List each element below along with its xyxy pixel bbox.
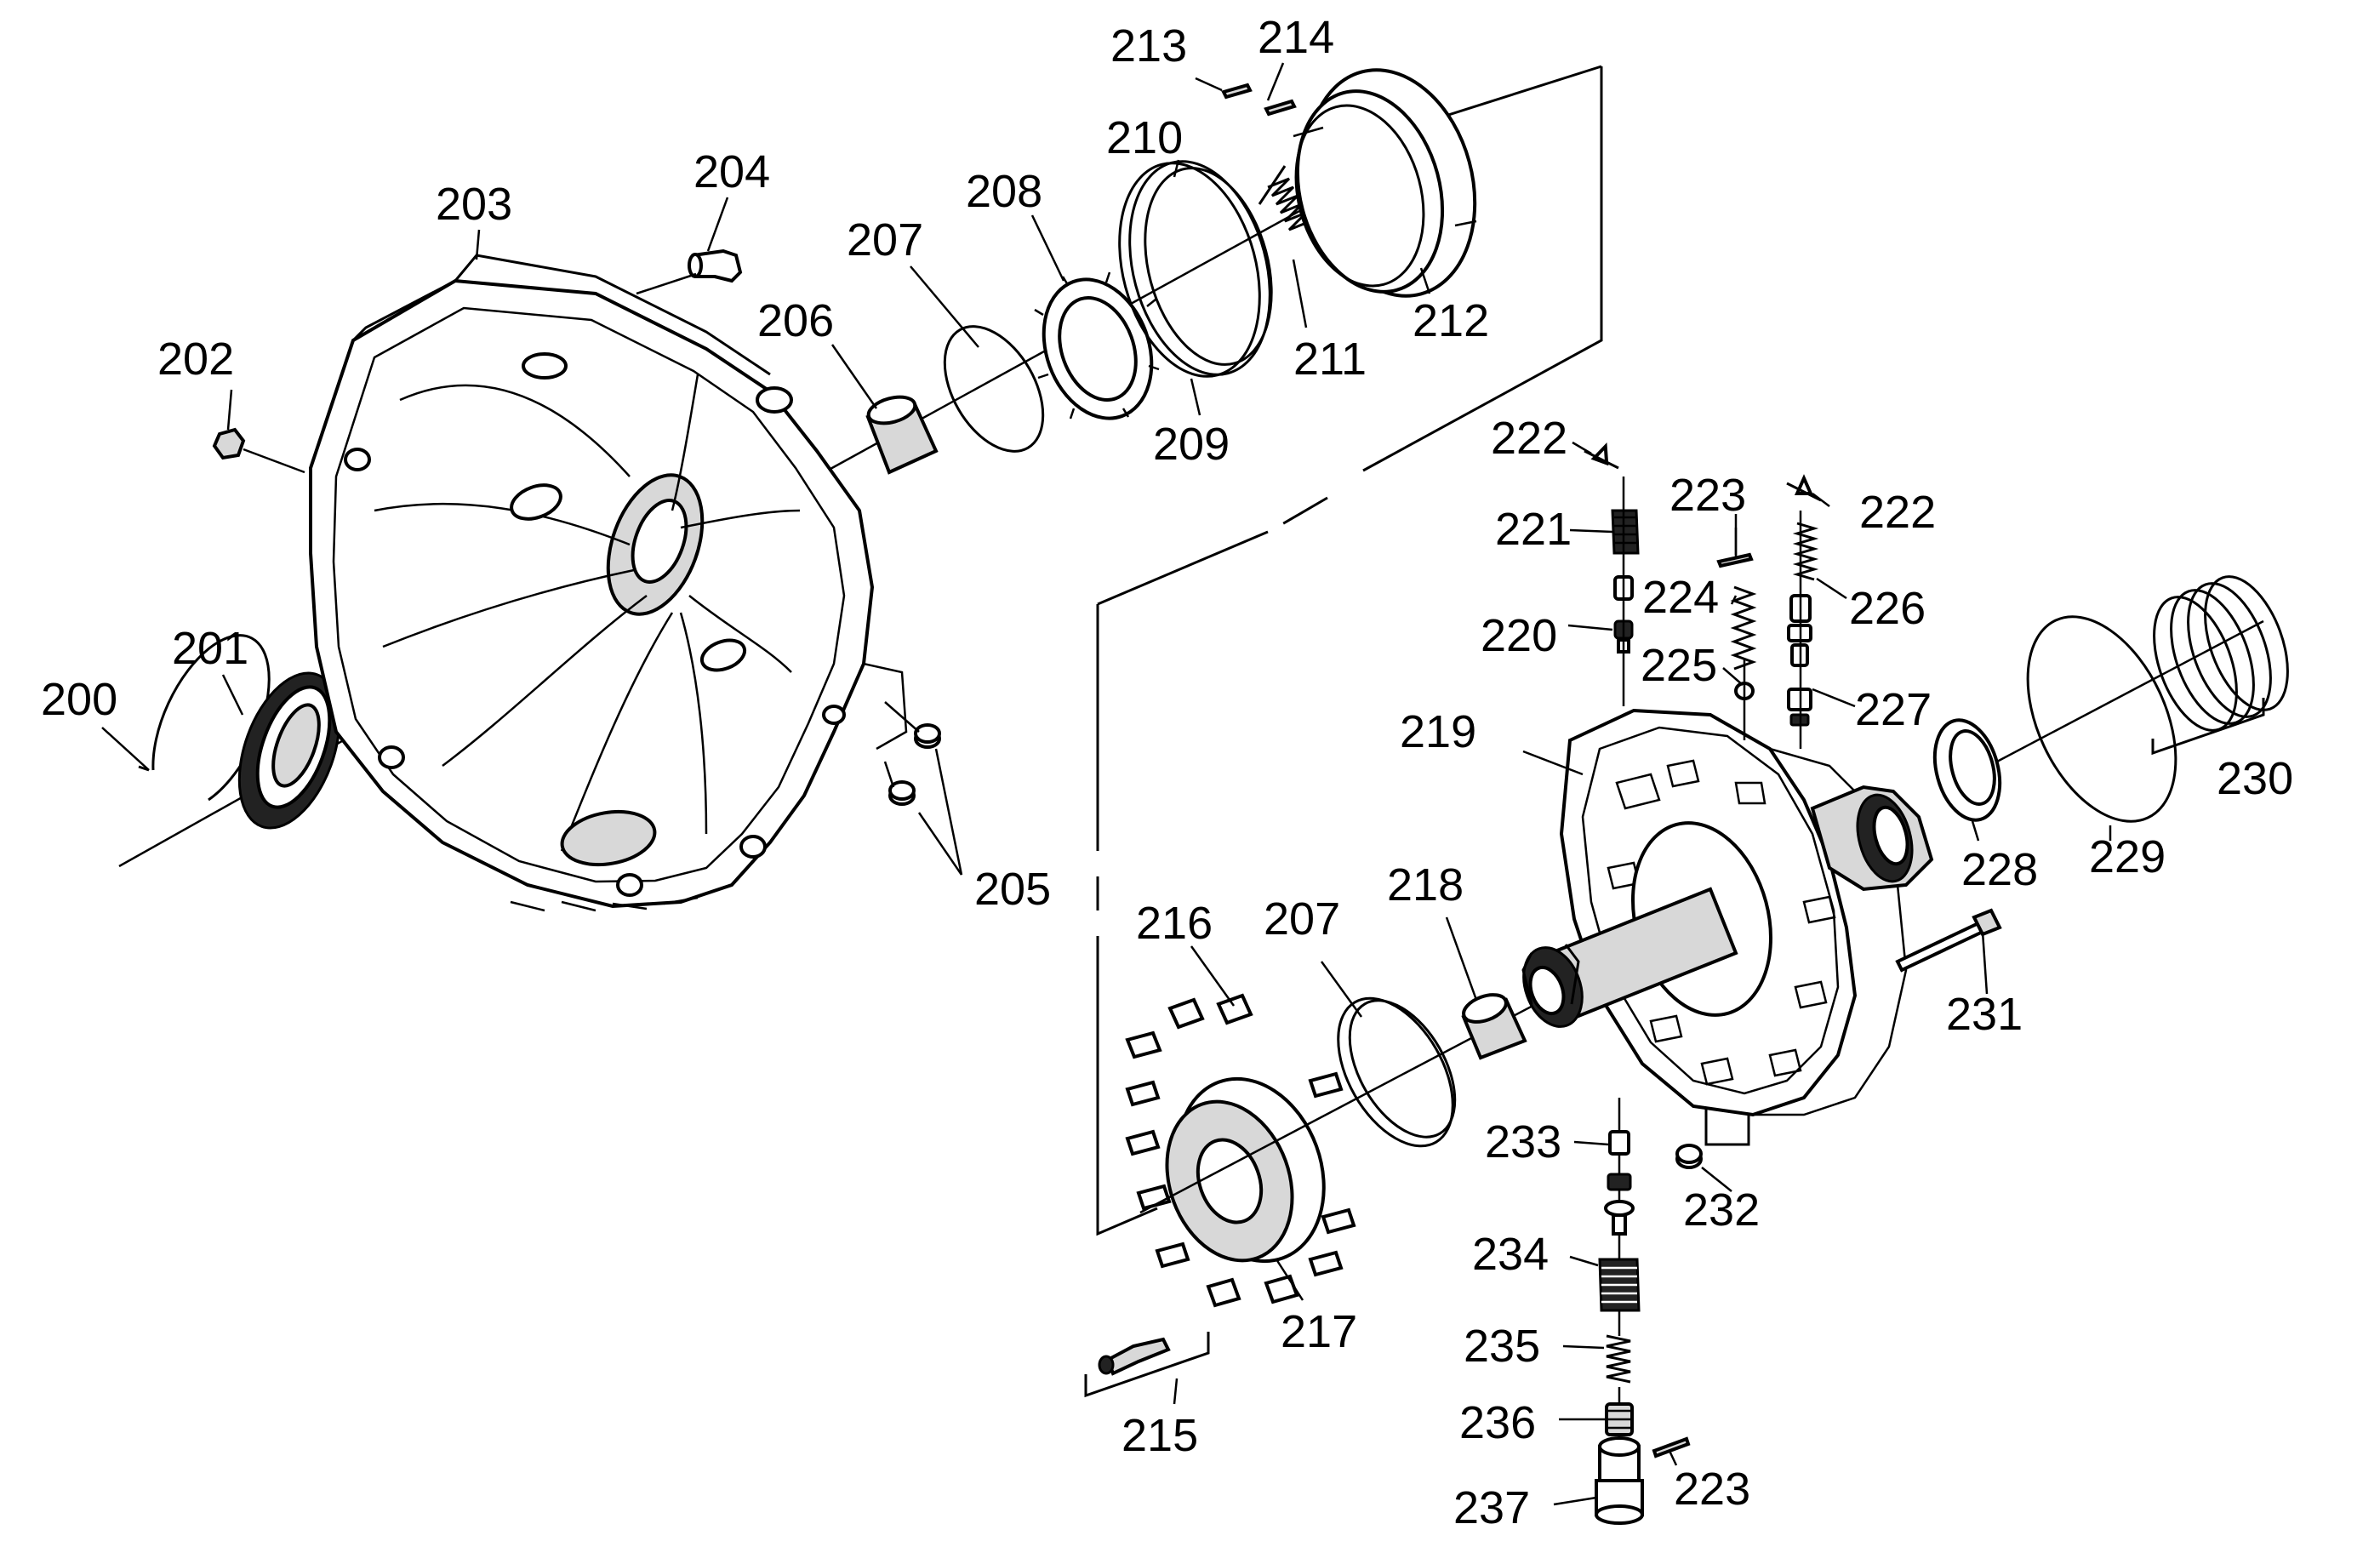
callout-223-lower: 223	[1674, 1464, 1750, 1515]
callout-229: 229	[2089, 831, 2166, 882]
plug-202	[212, 427, 305, 474]
clutch-ring-210	[1118, 160, 1273, 378]
callout-225: 225	[1641, 640, 1717, 691]
callout-230: 230	[2217, 753, 2293, 804]
callout-228: 228	[1961, 844, 2038, 895]
callout-234: 234	[1472, 1229, 1549, 1280]
callout-223-upper: 223	[1669, 470, 1746, 521]
seal-ring-207-lower	[1337, 996, 1457, 1148]
callout-231: 231	[1946, 989, 2023, 1040]
callout-207-lower: 207	[1264, 893, 1340, 945]
bushing-206	[865, 395, 939, 475]
callout-232: 232	[1683, 1184, 1760, 1236]
pin-213	[1195, 62, 1297, 117]
callout-203: 203	[436, 179, 512, 230]
bushing-218	[1461, 993, 1527, 1060]
callout-200: 200	[41, 674, 117, 725]
callout-206: 206	[757, 295, 834, 346]
callout-202: 202	[157, 334, 234, 385]
valve-stack-right	[1786, 474, 1822, 749]
callout-212: 212	[1413, 295, 1489, 346]
callout-233: 233	[1485, 1116, 1561, 1167]
band-212	[1293, 68, 1477, 298]
callout-210: 210	[1106, 112, 1183, 163]
callout-219: 219	[1400, 706, 1476, 757]
seal-rings-228-230	[1932, 575, 2289, 823]
valve-stack-left	[1584, 442, 1640, 706]
valve-stack-lower	[1595, 1098, 1691, 1525]
callout-222-right: 222	[1859, 487, 1936, 538]
seal-ring-207-upper	[943, 325, 1045, 453]
callout-205: 205	[974, 864, 1051, 915]
stud-205	[883, 701, 941, 806]
callout-221: 221	[1495, 504, 1572, 555]
fitting-204	[636, 248, 743, 295]
leader-lines	[101, 159, 2112, 1506]
valve-stack-middle	[1716, 528, 1757, 740]
oil-pump-219	[1521, 708, 1934, 1117]
callout-217: 217	[1281, 1306, 1357, 1357]
callout-227: 227	[1855, 684, 1932, 735]
callout-216: 216	[1136, 898, 1213, 949]
callout-214: 214	[1258, 12, 1334, 63]
callout-208: 208	[966, 166, 1042, 217]
callout-224: 224	[1642, 572, 1719, 623]
callout-213: 213	[1110, 20, 1187, 71]
callout-211: 211	[1293, 334, 1367, 385]
callout-226: 226	[1849, 583, 1926, 634]
callout-218: 218	[1387, 859, 1464, 910]
callout-235: 235	[1464, 1321, 1540, 1372]
callout-220: 220	[1481, 610, 1557, 661]
callout-222-left: 222	[1491, 413, 1567, 464]
converter-housing-203	[309, 254, 908, 912]
valve-kit-215	[1084, 1332, 1210, 1398]
callout-labels: 200 201 202 203 204 205 206 207 208 209 …	[41, 12, 2293, 1533]
seal-201	[237, 671, 341, 830]
callout-236: 236	[1459, 1397, 1536, 1448]
thrust-washer-208	[1034, 271, 1160, 420]
stator-216	[1125, 993, 1356, 1308]
callout-207-upper: 207	[847, 214, 923, 265]
callout-201: 201	[172, 623, 248, 674]
callout-237: 237	[1453, 1482, 1530, 1533]
callout-204: 204	[693, 146, 770, 197]
plug-232	[1675, 1144, 1703, 1169]
assembly-bracket	[1096, 65, 1750, 1236]
callout-209: 209	[1153, 419, 1230, 470]
callout-215: 215	[1122, 1410, 1198, 1461]
